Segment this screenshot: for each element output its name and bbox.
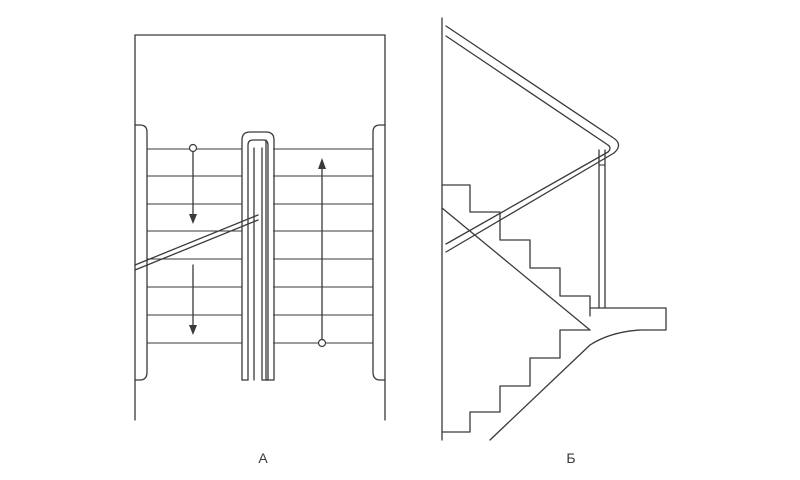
panel-a-plan-view: [134, 34, 386, 421]
panel-b-section-view: [441, 17, 667, 441]
section-cut-line: [134, 214, 259, 271]
stairwell-wall: [134, 34, 386, 421]
newel-post: [598, 149, 606, 309]
upper-handrail: [445, 25, 620, 154]
direction-arrow-down: [188, 143, 198, 335]
right-flight-treads: [273, 148, 373, 344]
central-railing-inner: [247, 139, 269, 381]
caption-plan-view: А: [258, 450, 268, 466]
lower-handrail: [445, 151, 615, 253]
landing: [589, 307, 667, 331]
outer-railing-left: [134, 124, 148, 381]
caption-section-view: Б: [566, 450, 576, 466]
lower-flight-steps: [441, 329, 591, 433]
upper-flight-soffit: [441, 207, 591, 331]
outer-railing-right: [372, 124, 386, 381]
direction-arrow-up: [317, 158, 327, 348]
central-railing-outer: [241, 131, 275, 381]
upper-flight-steps: [441, 184, 591, 317]
lower-flight-soffit: [489, 329, 641, 441]
